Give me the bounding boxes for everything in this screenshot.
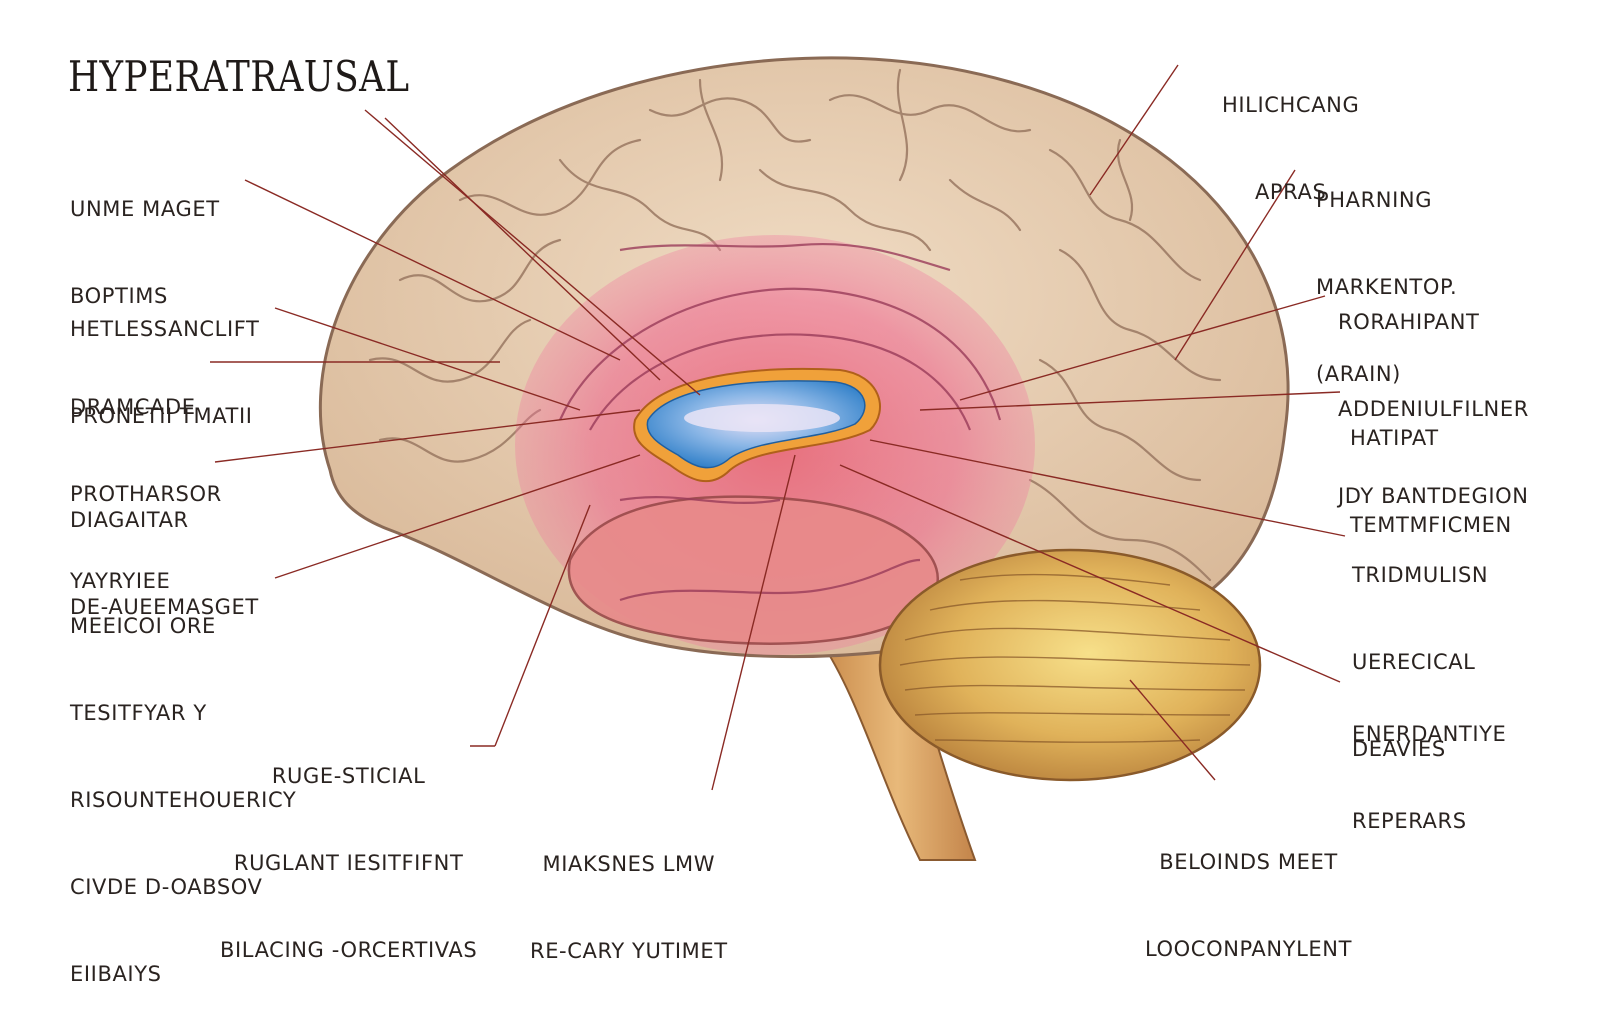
brain-diagram xyxy=(210,56,1346,861)
label-pharning: PHARNING MARKENTOP. (ARAIN) xyxy=(1316,188,1458,386)
label-enerdantiye: ENERDANTIYE REPERARS xyxy=(1352,722,1507,833)
label-ruge-stical: RUGE-STICIAL RUGLANT IESITFIFNT BILACING… xyxy=(220,764,478,962)
cortex-folds xyxy=(368,68,1222,582)
cerebellum-folia xyxy=(899,573,1251,743)
cingulate-gyrus xyxy=(558,242,1002,602)
label-beloinds: BELOINDS MEET LOOCONPANYLENT xyxy=(1145,850,1353,961)
cerebellum xyxy=(878,548,1262,782)
leader-lines xyxy=(210,64,1346,791)
diagram-title: HYPERATRAUSAL xyxy=(68,52,410,101)
label-rorahipant: RORAHIPANT ADDENIULFILNER JDY BANTDEGION xyxy=(1338,310,1529,508)
label-unme-maget: UNME MAGET BOPTIMS xyxy=(70,197,220,308)
label-hilichcang: HILICHCANG APRAS xyxy=(1222,93,1360,204)
label-hatipat: HATIPAT TEMTMFICMEN xyxy=(1350,426,1512,537)
label-dramcade: DRAMCADE PROTHARSOR YAYRYIEE xyxy=(70,395,222,593)
label-diagaitar: DIAGAITAR DE-AUEEMASGET xyxy=(70,508,259,619)
label-tridmulisn: TRIDMULISN UERECICAL DEAVIES xyxy=(1352,563,1489,761)
label-miaksnes: MIAKSNES LMW RE-CARY YUTIMET xyxy=(530,852,728,963)
label-meeicoi: MEEICOI ORE TESITFYAR Y RISOUNTEHOUERICY… xyxy=(70,614,297,986)
label-hetlessanclift: HETLESSANCLIFT PRONETII TMATII xyxy=(70,317,260,428)
ventricle-highlight xyxy=(684,404,840,432)
